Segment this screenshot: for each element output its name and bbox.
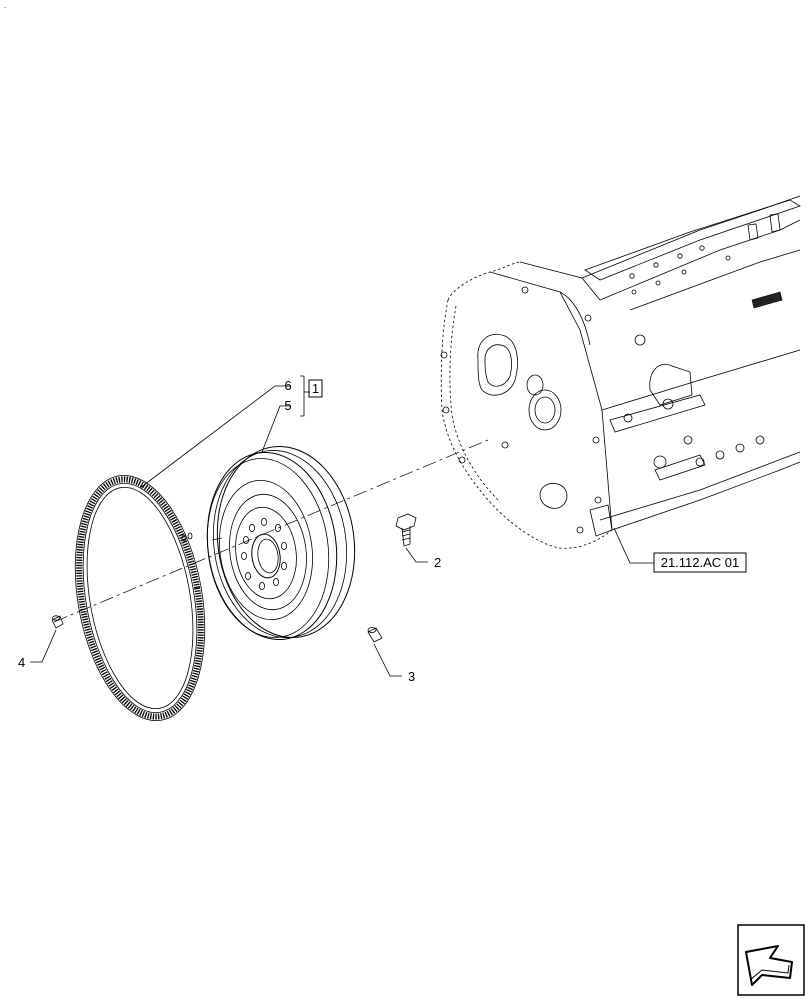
callout-5: 5 — [284, 398, 291, 413]
arrow-icon[interactable] — [737, 924, 805, 996]
callout-4: 4 — [18, 655, 25, 670]
reference-link[interactable]: 21.112.AC 01 — [653, 552, 747, 573]
callout-3: 3 — [408, 669, 415, 684]
ring-gear — [74, 475, 206, 721]
dowel-pin — [367, 627, 383, 643]
callout-2: 2 — [434, 555, 441, 570]
corner-mark: . — [4, 1, 6, 10]
callout-1: 1 — [312, 381, 319, 396]
pin — [51, 615, 64, 629]
bolt — [395, 513, 417, 547]
center-axis-line — [53, 439, 489, 623]
callout-6: 6 — [284, 378, 291, 393]
transmission-housing — [440, 195, 801, 549]
callout-1-box: 1 — [308, 379, 323, 398]
leader-lines — [30, 375, 654, 677]
locating-pins — [181, 532, 193, 542]
flywheel — [206, 445, 356, 641]
reference-label: 21.112.AC 01 — [661, 555, 740, 570]
